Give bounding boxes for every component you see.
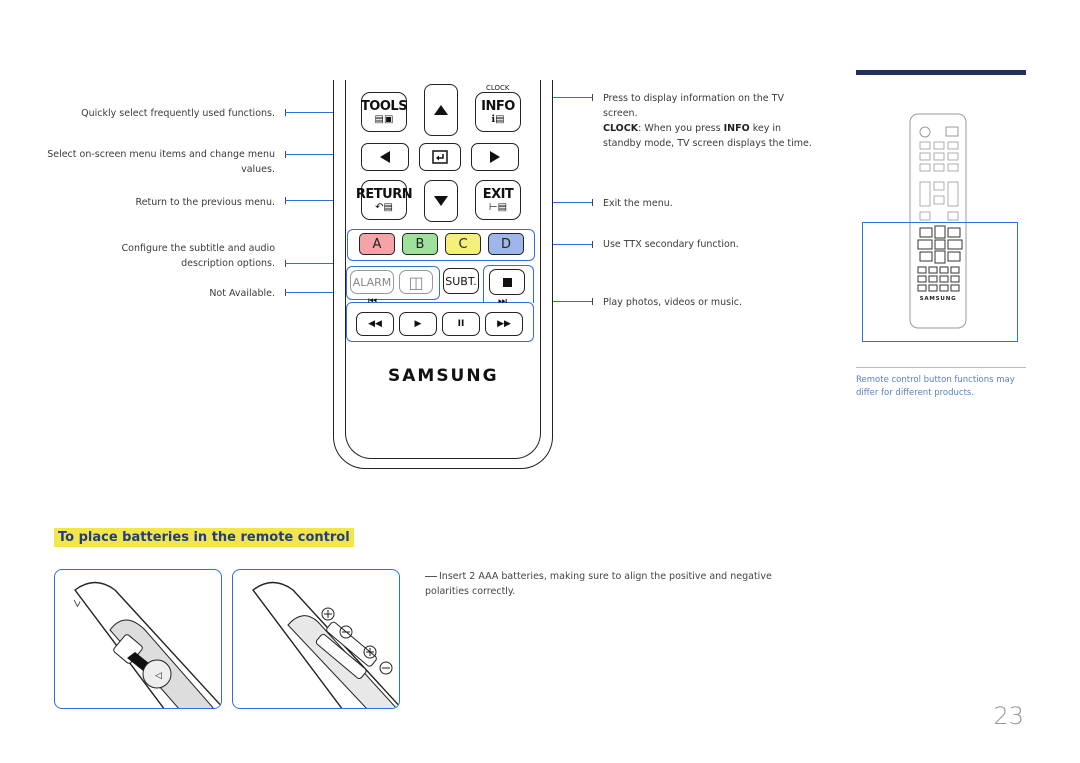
annotation-exit: Exit the menu. [603,198,673,209]
battery-insert-photo [232,569,400,709]
up-arrow-icon [434,105,448,115]
info-icon: ℹ▤ [491,114,505,125]
right-arrow-icon [490,151,500,163]
rewind-button[interactable]: ◀◀ [356,312,394,336]
connector-line [285,200,355,201]
fast-forward-icon: ▶▶ [497,319,511,329]
color-button-c[interactable]: C [445,233,481,255]
enter-button[interactable] [419,143,461,171]
color-button-d[interactable]: D [488,233,524,255]
connector-line [285,292,348,293]
enter-icon [432,150,448,164]
connector-line [285,112,355,113]
mini-highlight-box [862,222,1018,342]
color-buttons-group [347,229,535,261]
remote-inner-edge [345,80,541,459]
left-button[interactable] [361,143,409,171]
return-icon: ↶▤ [375,202,393,213]
fast-forward-button[interactable]: ▶▶ [485,312,523,336]
exit-icon: ⊢▤ [488,202,508,213]
play-button[interactable]: ▶ [399,312,437,336]
annotation-subtitle: Configure the subtitle and audio descrip… [121,243,275,269]
pause-button[interactable]: II [442,312,480,336]
down-button[interactable] [424,180,458,222]
annotation-return: Return to the previous menu. [135,197,275,208]
tools-icon: ▤▣ [374,114,394,125]
media-group [346,302,534,342]
page-number: 23 [993,702,1024,730]
clock-label: CLOCK [486,84,510,92]
e-manual-button[interactable]: ◫ [399,270,433,294]
battery-note: Insert 2 AAA batteries, making sure to a… [425,571,772,597]
up-button[interactable] [424,84,458,136]
annotation-navigation: Select on-screen menu items and change m… [47,149,275,175]
annotation-play: Play photos, videos or music. [603,297,742,308]
note-dash [425,576,437,577]
connector-line [535,301,592,302]
color-button-b[interactable]: B [402,233,438,255]
media-group-top [483,265,534,303]
book-icon: ◫ [408,272,424,292]
annotation-ttx: Use TTX secondary function. [603,239,739,250]
connector-line [525,97,592,98]
mini-remote-illustration [909,113,967,329]
stop-icon [502,277,512,287]
connector-line [535,244,592,245]
connector-line [285,154,349,155]
subt-button[interactable]: SUBT. [443,268,479,294]
tick [592,241,593,248]
color-button-a[interactable]: A [359,233,395,255]
annotation-not-available: Not Available. [209,288,275,299]
rewind-icon: ◀◀ [368,319,382,329]
header-bar [856,70,1026,75]
svg-text:∠: ∠ [71,598,84,610]
annotation-info: Press to display information on the TV s… [603,93,812,149]
battery-cover-photo: ◁ ∠ [54,569,222,709]
tools-button[interactable]: TOOLS ▤▣ [361,92,408,132]
previous-icon: ⏮ [368,296,377,307]
alarm-group [346,266,440,300]
return-button[interactable]: RETURN ↶▤ [356,180,413,220]
tick [592,298,593,305]
battery-insert-illustration [252,581,399,708]
remote-brand-logo: SAMSUNG [388,366,499,386]
svg-text:◁: ◁ [155,671,162,681]
remote-cover-illustration: ◁ ∠ [71,581,221,708]
mini-remote-brand: SAMSUNG [919,296,957,302]
tick [592,199,593,206]
section-heading: To place batteries in the remote control [54,528,354,547]
mini-caption: Remote control button functions may diff… [856,375,1015,398]
tick [592,94,593,101]
next-icon: ⏭ [498,296,507,307]
divider [856,367,1026,368]
info-button[interactable]: INFO ℹ▤ [475,92,521,132]
down-arrow-icon [434,196,448,206]
pause-icon: II [457,319,465,329]
play-icon: ▶ [414,319,422,329]
alarm-button[interactable]: ALARM [350,270,394,294]
left-arrow-icon [380,151,390,163]
annotation-tools: Quickly select frequently used functions… [81,108,275,119]
stop-button[interactable] [489,269,525,295]
right-button[interactable] [471,143,519,171]
exit-button[interactable]: EXIT ⊢▤ [475,180,521,220]
connector-line [525,202,592,203]
